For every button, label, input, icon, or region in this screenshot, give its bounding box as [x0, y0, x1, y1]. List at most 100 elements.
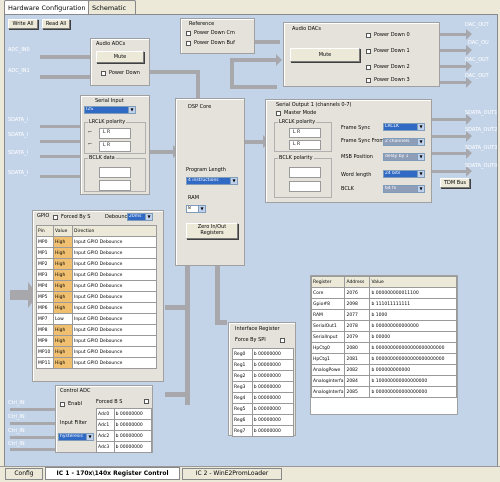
- reg-value-cell[interactable]: b 000000000000: [369, 364, 457, 376]
- gpio-direction-select[interactable]: Input GPIO Debounce: [72, 302, 157, 314]
- dac-pd2-checkbox[interactable]: [366, 65, 371, 70]
- so-lrclk-pattern-b[interactable]: L R: [289, 140, 321, 150]
- sdata-in0-label: SDATA_I: [8, 117, 29, 123]
- bclk-select[interactable]: 64 fs▼: [383, 185, 425, 193]
- reg-address-cell: 2085: [344, 386, 371, 398]
- if-reg-value-cell[interactable]: b 00000000: [251, 403, 295, 415]
- if-reg-value-cell[interactable]: b 00000000: [251, 414, 295, 426]
- write-all-button[interactable]: Write All: [8, 19, 38, 29]
- if-reg-value-cell[interactable]: b 00000000: [251, 359, 295, 371]
- if-reg-value-cell[interactable]: b 00000000: [251, 425, 295, 437]
- gpio-direction-select[interactable]: Input GPIO Debounce: [72, 291, 157, 303]
- if-reg-value-cell[interactable]: b 00000000: [251, 370, 295, 382]
- gpio-direction-select[interactable]: Input GPIO Debounce: [72, 269, 157, 281]
- so-bclk-group: BCLK polarity: [274, 155, 332, 198]
- interface-register-title: Interface Register: [235, 326, 280, 332]
- so-bclk-pattern-b[interactable]: [289, 181, 321, 192]
- word-length-label: Word length: [341, 172, 372, 178]
- frame-sync-from-select[interactable]: 2 channels▼: [383, 138, 425, 146]
- master-mode-checkbox[interactable]: [276, 111, 281, 116]
- reg-value-cell[interactable]: b 100000000000000000: [369, 375, 457, 387]
- force-by-spi-checkbox[interactable]: [280, 338, 285, 343]
- word-length-select[interactable]: 24 bits▼: [383, 170, 425, 178]
- ctrl-forced-checkbox[interactable]: [144, 399, 149, 404]
- reg-value-cell[interactable]: b 1000: [369, 309, 457, 321]
- reg-value-cell[interactable]: b 000000000000000: [369, 320, 457, 332]
- si-bclk-group: BCLK data: [84, 155, 146, 192]
- chevron-down-icon: ▼: [198, 206, 205, 212]
- ref-pd-cm-checkbox[interactable]: [186, 31, 191, 36]
- gpio-direction-select[interactable]: Input GPIO Debounce: [72, 313, 157, 325]
- reg-name-cell: RAM: [310, 309, 346, 321]
- audio-adcs-panel: Audio ADCs Mute Power Down: [90, 38, 150, 86]
- serial-output-title: Serial Output 1 (channels 0-7): [276, 102, 352, 108]
- adc-reg-value-cell[interactable]: b 00000000: [113, 430, 153, 442]
- input-filter-select[interactable]: hysteresis▼: [58, 433, 94, 441]
- reg-name-cell: SerialInput: [310, 331, 346, 343]
- so-lrclk-pattern-a[interactable]: L R: [289, 128, 321, 138]
- si-lrclk-pattern-a[interactable]: L R: [99, 128, 131, 139]
- dac-mute-button[interactable]: Mute: [290, 48, 360, 62]
- tab-schematic[interactable]: Schematic: [88, 0, 136, 16]
- adc-reg-value-cell[interactable]: b 00000000: [113, 419, 153, 431]
- ref-pd-buf-label: Power Down Buf: [194, 40, 235, 46]
- gpio-direction-select[interactable]: Input GPIO Debounce: [72, 357, 157, 369]
- dac-out3-label: DAC_OUT: [465, 73, 489, 79]
- tdm-bus-button[interactable]: TDM Bus: [440, 178, 470, 188]
- dac-pd0-checkbox[interactable]: [366, 33, 371, 38]
- reg-value-cell[interactable]: b 000000000000000000000000: [369, 342, 457, 354]
- if-reg-value-cell[interactable]: b 00000000: [251, 381, 295, 393]
- if-reg-name-cell: Reg5: [232, 403, 253, 415]
- gpio-direction-select[interactable]: Input GPIO Debounce: [72, 335, 157, 347]
- so-bclk-pattern-a[interactable]: [289, 167, 321, 178]
- gpio-direction-select[interactable]: Input GPIO Debounce: [72, 247, 157, 259]
- reg-col-value: Value: [369, 276, 457, 288]
- gpio-direction-select[interactable]: Input GPIO Debounce: [72, 346, 157, 358]
- chevron-down-icon: ▼: [417, 171, 424, 177]
- reg-value-cell[interactable]: b 000000000000000000000000: [369, 353, 457, 365]
- sdata-in3-label: SDATA_I: [8, 170, 29, 176]
- tab-ic2-e2prom-loader[interactable]: IC 2 - WinE2PromLoader: [182, 468, 282, 480]
- si-lrclk-pattern-b[interactable]: L R: [99, 141, 131, 152]
- tab-config[interactable]: Config: [5, 468, 43, 480]
- si-bclk-pattern-b[interactable]: [99, 180, 131, 191]
- ref-pd-buf-checkbox[interactable]: [186, 41, 191, 46]
- ram-select[interactable]: 8▼: [186, 205, 206, 213]
- adc-reg-value-cell[interactable]: b 00000000: [113, 408, 153, 420]
- gpio-debounce-select[interactable]: 20ms▼: [127, 213, 153, 221]
- gpio-direction-select[interactable]: Input GPIO Debounce: [72, 280, 157, 292]
- reg-value-cell[interactable]: b 000000000011100: [369, 287, 457, 299]
- tab-ic1-register-control[interactable]: IC 1 - 170x\140x Register Control: [45, 467, 180, 480]
- gpio-direction-select[interactable]: Input GPIO Debounce: [72, 258, 157, 270]
- ctrl-enable-checkbox[interactable]: [60, 402, 65, 407]
- adc-mute-button[interactable]: Mute: [96, 51, 144, 63]
- adc-reg-value-cell[interactable]: b 00000000: [113, 441, 153, 453]
- gpio-pin-cell: MP6: [36, 302, 54, 314]
- gpio-forced-checkbox[interactable]: [53, 215, 58, 220]
- gpio-pin-cell: MP0: [36, 236, 54, 248]
- msb-position-select[interactable]: delay by 1▼: [383, 153, 425, 161]
- gpio-direction-select[interactable]: Input GPIO Debounce: [72, 236, 157, 248]
- adc-power-down-checkbox[interactable]: [101, 71, 106, 76]
- reg-value-cell[interactable]: b 00000: [369, 331, 457, 343]
- if-reg-value-cell[interactable]: b 00000000: [251, 392, 295, 404]
- dac-pd3-checkbox[interactable]: [366, 78, 371, 83]
- serial-input-format-select[interactable]: I2S▼: [84, 106, 136, 114]
- read-all-button[interactable]: Read All: [42, 19, 70, 29]
- ctrl-enable-label: Enabl: [68, 401, 82, 407]
- reg-value-cell[interactable]: b 111011111111: [369, 298, 457, 310]
- if-reg-value-cell[interactable]: b 00000000: [251, 348, 295, 360]
- dac-pd1-checkbox[interactable]: [366, 49, 371, 54]
- adc-in1-label: ADC_IN1: [8, 68, 30, 74]
- dac-pd1-label: Power Down 1: [374, 48, 410, 54]
- program-length-select[interactable]: 4 instructions▼: [186, 177, 238, 185]
- frame-sync-select[interactable]: LRCLK▼: [383, 123, 425, 131]
- reference-title: Reference: [189, 21, 215, 27]
- gpio-pin-cell: MP11: [36, 357, 54, 369]
- master-mode-label: Master Mode: [284, 110, 317, 116]
- gpio-direction-select[interactable]: Input GPIO Debounce: [72, 324, 157, 336]
- reg-value-cell[interactable]: b 000000000000000000: [369, 386, 457, 398]
- si-bclk-pattern-a[interactable]: [99, 167, 131, 178]
